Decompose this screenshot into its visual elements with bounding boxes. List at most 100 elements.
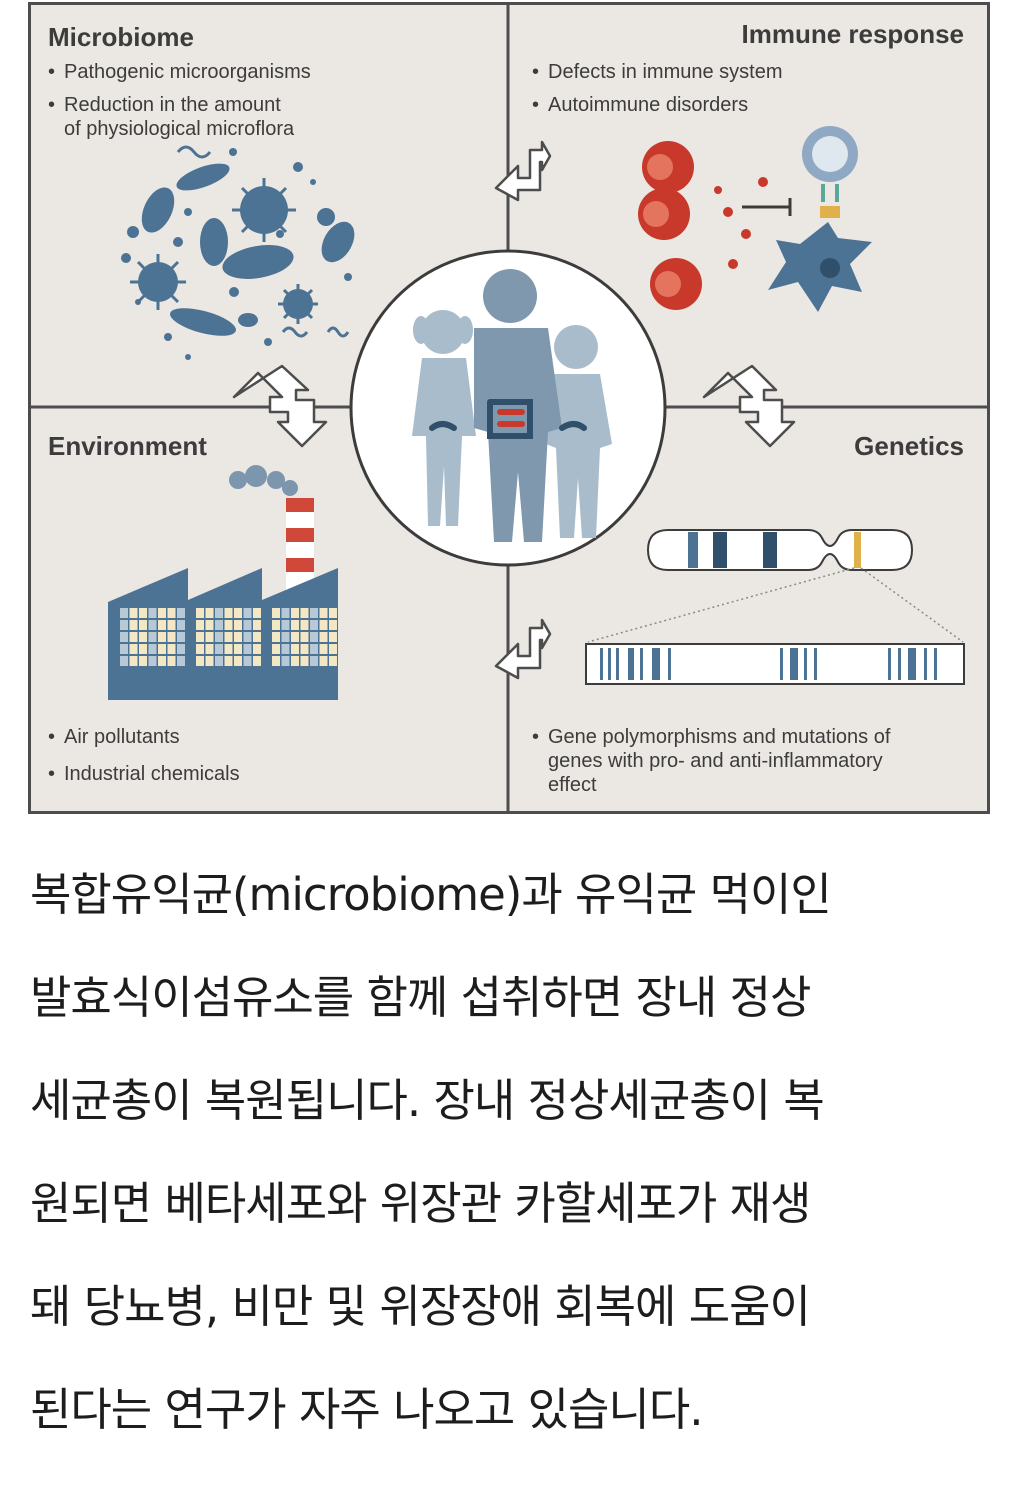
- factory-window: [272, 608, 280, 618]
- factory-window: [329, 656, 337, 666]
- factory-window: [253, 608, 261, 618]
- gene-bar: [908, 648, 916, 680]
- caption-line: 돼 당뇨병, 비만 및 위장장애 회복에 도움이: [30, 1280, 811, 1333]
- diagram-border: [28, 2, 990, 814]
- factory-window: [196, 608, 204, 618]
- factory-window: [291, 632, 299, 642]
- factory-window: [291, 656, 299, 666]
- environment-panel: Environment • Air pollutants • Industria…: [48, 431, 338, 785]
- factory-window: [167, 620, 176, 630]
- factory-window: [281, 632, 290, 642]
- gene-bar: [628, 648, 634, 680]
- factory-window: [167, 656, 176, 666]
- double-arrow-icon: [232, 364, 328, 448]
- bullet-dot: •: [48, 94, 55, 116]
- factory-window: [139, 608, 147, 618]
- gene-bars: [600, 648, 937, 680]
- caption-line: 복합유익균(microbiome)과 유익균 먹이인: [30, 868, 832, 921]
- factory-window: [215, 632, 223, 642]
- factory-window: [329, 608, 337, 618]
- factory-window: [224, 644, 233, 654]
- chromosome-icon: [587, 529, 964, 643]
- microbiome-bullet-3: of physiological microflora: [64, 118, 295, 140]
- immune-bullet-1: Defects in immune system: [548, 61, 783, 83]
- factory-window: [291, 620, 299, 630]
- factory-window: [129, 632, 138, 642]
- gene-bar: [924, 648, 927, 680]
- factory-window: [120, 644, 128, 654]
- factory-window: [243, 632, 252, 642]
- factory-window: [300, 620, 309, 630]
- factory-window: [300, 608, 309, 618]
- caption-line: 된다는 연구가 자주 나오고 있습니다.: [30, 1383, 704, 1436]
- factory-window: [243, 608, 252, 618]
- genetics-title: Genetics: [854, 431, 964, 461]
- factory-window: [329, 644, 337, 654]
- factory-window: [196, 632, 204, 642]
- factory-window: [177, 620, 185, 630]
- factory-window: [243, 644, 252, 654]
- microbiome-title: Microbiome: [48, 22, 194, 52]
- factory-window: [253, 632, 261, 642]
- factory-window: [234, 656, 242, 666]
- factory-window: [148, 632, 157, 642]
- factory-window: [205, 632, 214, 642]
- factory-window: [291, 644, 299, 654]
- gene-bar: [804, 648, 807, 680]
- factory-window: [196, 644, 204, 654]
- factory-window: [129, 608, 138, 618]
- factory-window: [234, 644, 242, 654]
- genetics-panel: Genetics • Gene polymorphisms and mutati…: [532, 431, 965, 796]
- caption-line: 세균총이 복원됩니다. 장내 정상세균총이 복: [30, 1074, 825, 1127]
- factory-window: [139, 656, 147, 666]
- gene-bar: [652, 648, 660, 680]
- factory-window: [224, 656, 233, 666]
- factory-window: [139, 644, 147, 654]
- bullet-dot: •: [532, 61, 539, 83]
- environment-bullet-2: Industrial chemicals: [64, 763, 240, 785]
- genetics-bullet-1: Gene polymorphisms and mutations of: [548, 726, 891, 748]
- factory-window: [129, 644, 138, 654]
- double-arrow-icon: [494, 618, 552, 680]
- factory-window: [319, 608, 328, 618]
- bullet-dot: •: [48, 61, 55, 83]
- diagram-svg: Microbiome • Pathogenic microorganisms •…: [28, 2, 990, 814]
- immune-cells-icon: [638, 126, 872, 312]
- microbe-cluster-icon: [121, 145, 355, 360]
- environment-title: Environment: [48, 431, 207, 461]
- factory-window: [158, 620, 166, 630]
- factory-window: [148, 656, 157, 666]
- factory-window: [224, 632, 233, 642]
- factory-window: [319, 656, 328, 666]
- factory-window: [234, 620, 242, 630]
- factory-window: [120, 620, 128, 630]
- factory-window: [243, 656, 252, 666]
- factory-window: [319, 620, 328, 630]
- factory-window: [224, 620, 233, 630]
- factory-window: [310, 644, 318, 654]
- factory-window: [177, 656, 185, 666]
- factory-window: [310, 620, 318, 630]
- factory-window: [205, 644, 214, 654]
- bullet-dot: •: [48, 763, 55, 785]
- bullet-dot: •: [532, 726, 539, 748]
- factory-window: [120, 608, 128, 618]
- factory-window: [281, 620, 290, 630]
- factory-window: [253, 620, 261, 630]
- factory-window: [148, 620, 157, 630]
- genetics-bullet-3: effect: [548, 774, 597, 796]
- double-arrow-icon: [702, 364, 796, 448]
- factory-window: [205, 620, 214, 630]
- factory-window: [158, 656, 166, 666]
- gene-bar: [616, 648, 619, 680]
- factory-window: [148, 608, 157, 618]
- gene-bar: [790, 648, 798, 680]
- factory-window: [167, 644, 176, 654]
- immune-bullet-2: Autoimmune disorders: [548, 94, 748, 116]
- factory-window: [234, 632, 242, 642]
- children-silhouette-icon: [412, 310, 612, 538]
- immune-title: Immune response: [741, 19, 964, 49]
- microbiome-bullet-1: Pathogenic microorganisms: [64, 61, 311, 83]
- microbiome-bullet-2: Reduction in the amount: [64, 94, 281, 116]
- bullet-dot: •: [48, 726, 55, 748]
